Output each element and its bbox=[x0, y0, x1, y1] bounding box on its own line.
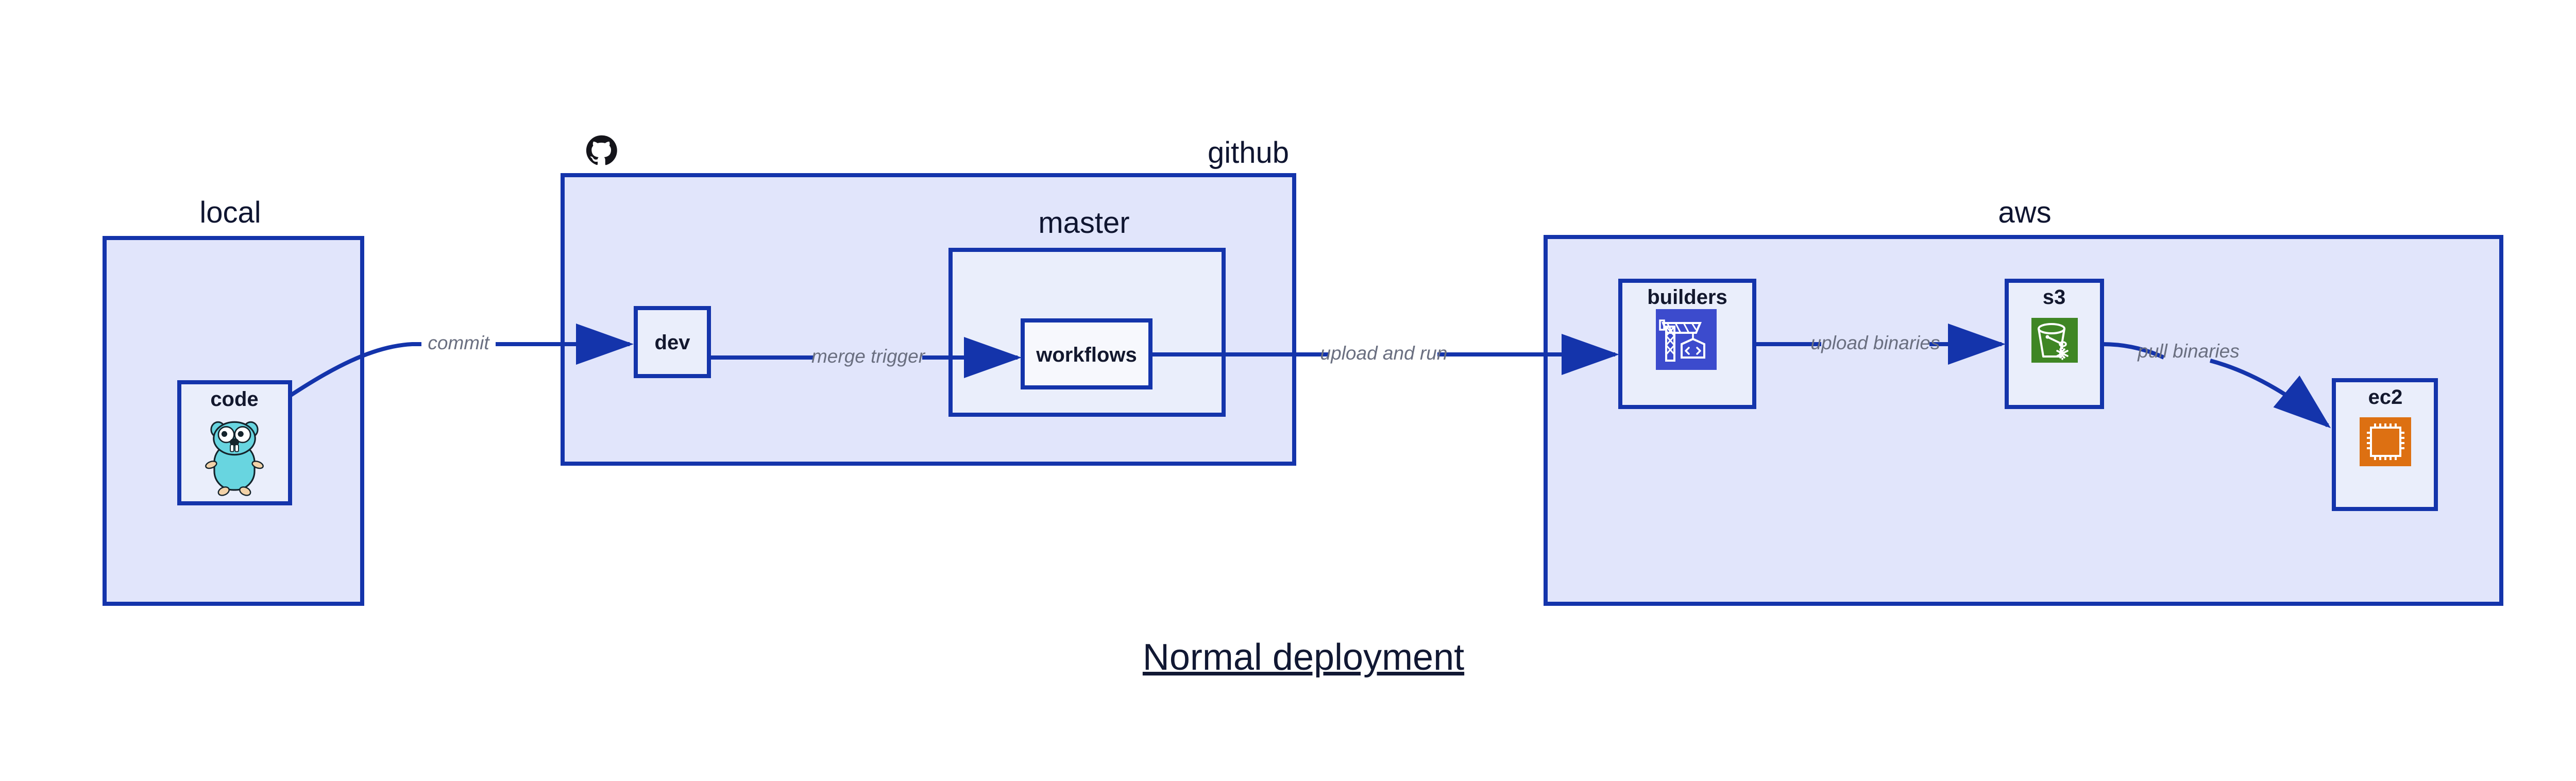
node-workflows-label: workflows bbox=[1036, 344, 1137, 366]
aws-s3-glacier-icon bbox=[2031, 318, 2078, 363]
node-code[interactable]: code bbox=[177, 380, 292, 505]
edge-commit-label: commit bbox=[428, 332, 490, 353]
edge-upload-and-run-label: upload and run bbox=[1320, 343, 1448, 364]
edge-pull-binaries-line-right bbox=[2209, 359, 2331, 429]
group-aws-label: aws bbox=[1998, 196, 2051, 229]
edge-commit-line-left bbox=[289, 342, 421, 398]
edges-layer: commit merge trigger upload and run uplo… bbox=[289, 324, 2331, 429]
edge-merge-trigger-label: merge trigger bbox=[811, 346, 926, 367]
github-octocat-logo bbox=[586, 135, 617, 165]
edge-upload-binaries-label: upload binaries bbox=[1811, 332, 1940, 353]
aws-codebuild-icon bbox=[1656, 309, 1717, 370]
group-local: local code bbox=[103, 196, 364, 606]
group-local-label: local bbox=[199, 196, 261, 229]
edge-merge-trigger: merge trigger bbox=[709, 337, 1022, 378]
node-dev-box[interactable] bbox=[634, 306, 711, 378]
node-builders-label: builders bbox=[1647, 286, 1727, 309]
node-workflows-box[interactable] bbox=[1021, 318, 1153, 389]
edge-upload-binaries: upload binaries bbox=[1754, 324, 2006, 365]
edge-commit: commit bbox=[289, 324, 634, 398]
node-code-label: code bbox=[210, 388, 258, 411]
node-s3[interactable]: s3 bbox=[2005, 279, 2104, 409]
edge-pull-binaries-line-left bbox=[2102, 342, 2165, 360]
group-github: github dev master workflows bbox=[561, 135, 1296, 466]
aws-ec2-chip-icon bbox=[2360, 417, 2411, 466]
edge-pull-binaries: pull binaries bbox=[2102, 341, 2331, 429]
group-master-label: master bbox=[1038, 206, 1129, 240]
group-github-label: github bbox=[1208, 136, 1289, 169]
node-builders[interactable]: builders bbox=[1618, 279, 1756, 409]
edge-pull-binaries-label: pull binaries bbox=[2137, 341, 2239, 362]
node-dev-label: dev bbox=[655, 331, 691, 354]
diagram-title: Normal deployment bbox=[1143, 637, 1464, 678]
go-gopher-icon bbox=[205, 421, 264, 496]
node-ec2-label: ec2 bbox=[2368, 386, 2403, 409]
group-master: master workflows bbox=[948, 206, 1226, 417]
node-dev[interactable]: dev bbox=[634, 306, 711, 378]
node-s3-label: s3 bbox=[2043, 286, 2066, 309]
node-ec2[interactable]: ec2 bbox=[2332, 378, 2438, 511]
node-workflows[interactable]: workflows bbox=[1021, 318, 1153, 389]
group-aws: aws builders bbox=[1544, 196, 2503, 606]
edge-upload-and-run: upload and run bbox=[1150, 334, 1619, 375]
